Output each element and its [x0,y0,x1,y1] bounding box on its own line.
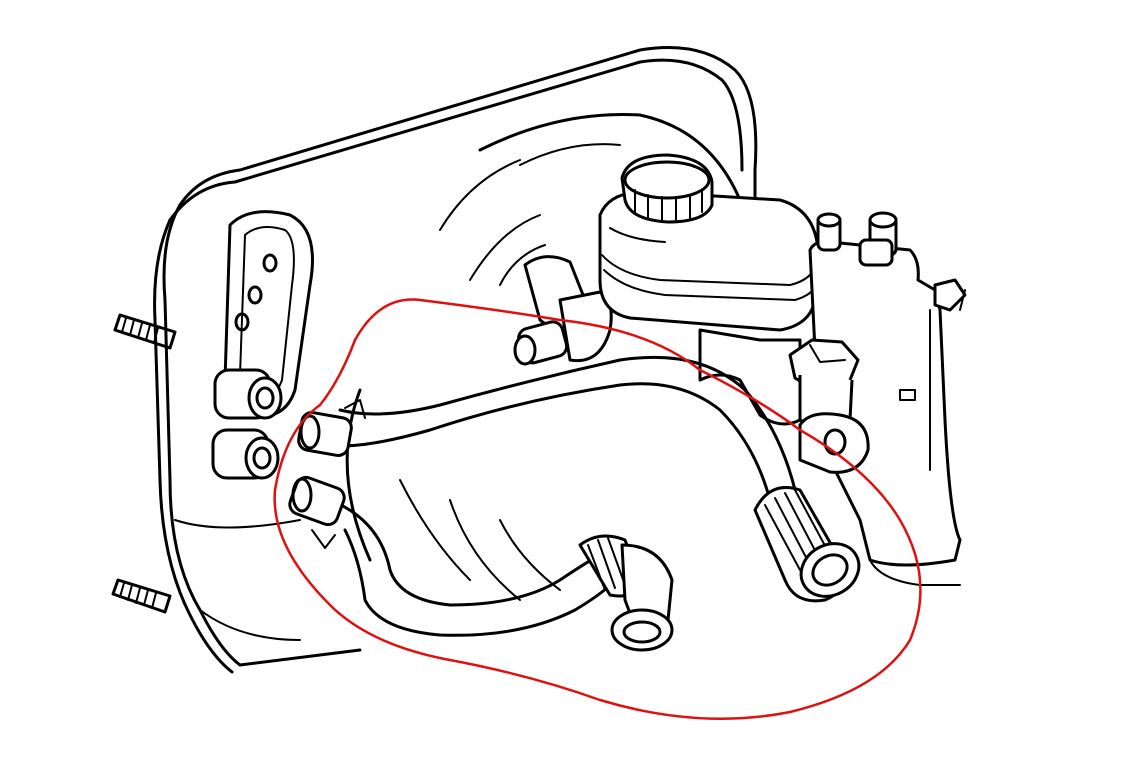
upper-vacuum-hose [297,355,797,502]
vacuum-port-lower [211,428,280,480]
check-valve [513,255,613,366]
brake-line-fittings [816,211,967,312]
mounting-stud-upper [113,313,177,350]
elbow-connector [578,534,674,652]
highlight-loop [273,298,922,720]
booster-dome [345,112,742,601]
upper-hose-connector [753,486,861,603]
mounting-stud-lower [111,578,172,614]
vacuum-port-upper [213,368,283,420]
mounting-plate [153,46,758,674]
mounting-ear [798,412,870,474]
reservoir-cap [620,153,714,224]
lower-vacuum-hose [288,475,612,637]
